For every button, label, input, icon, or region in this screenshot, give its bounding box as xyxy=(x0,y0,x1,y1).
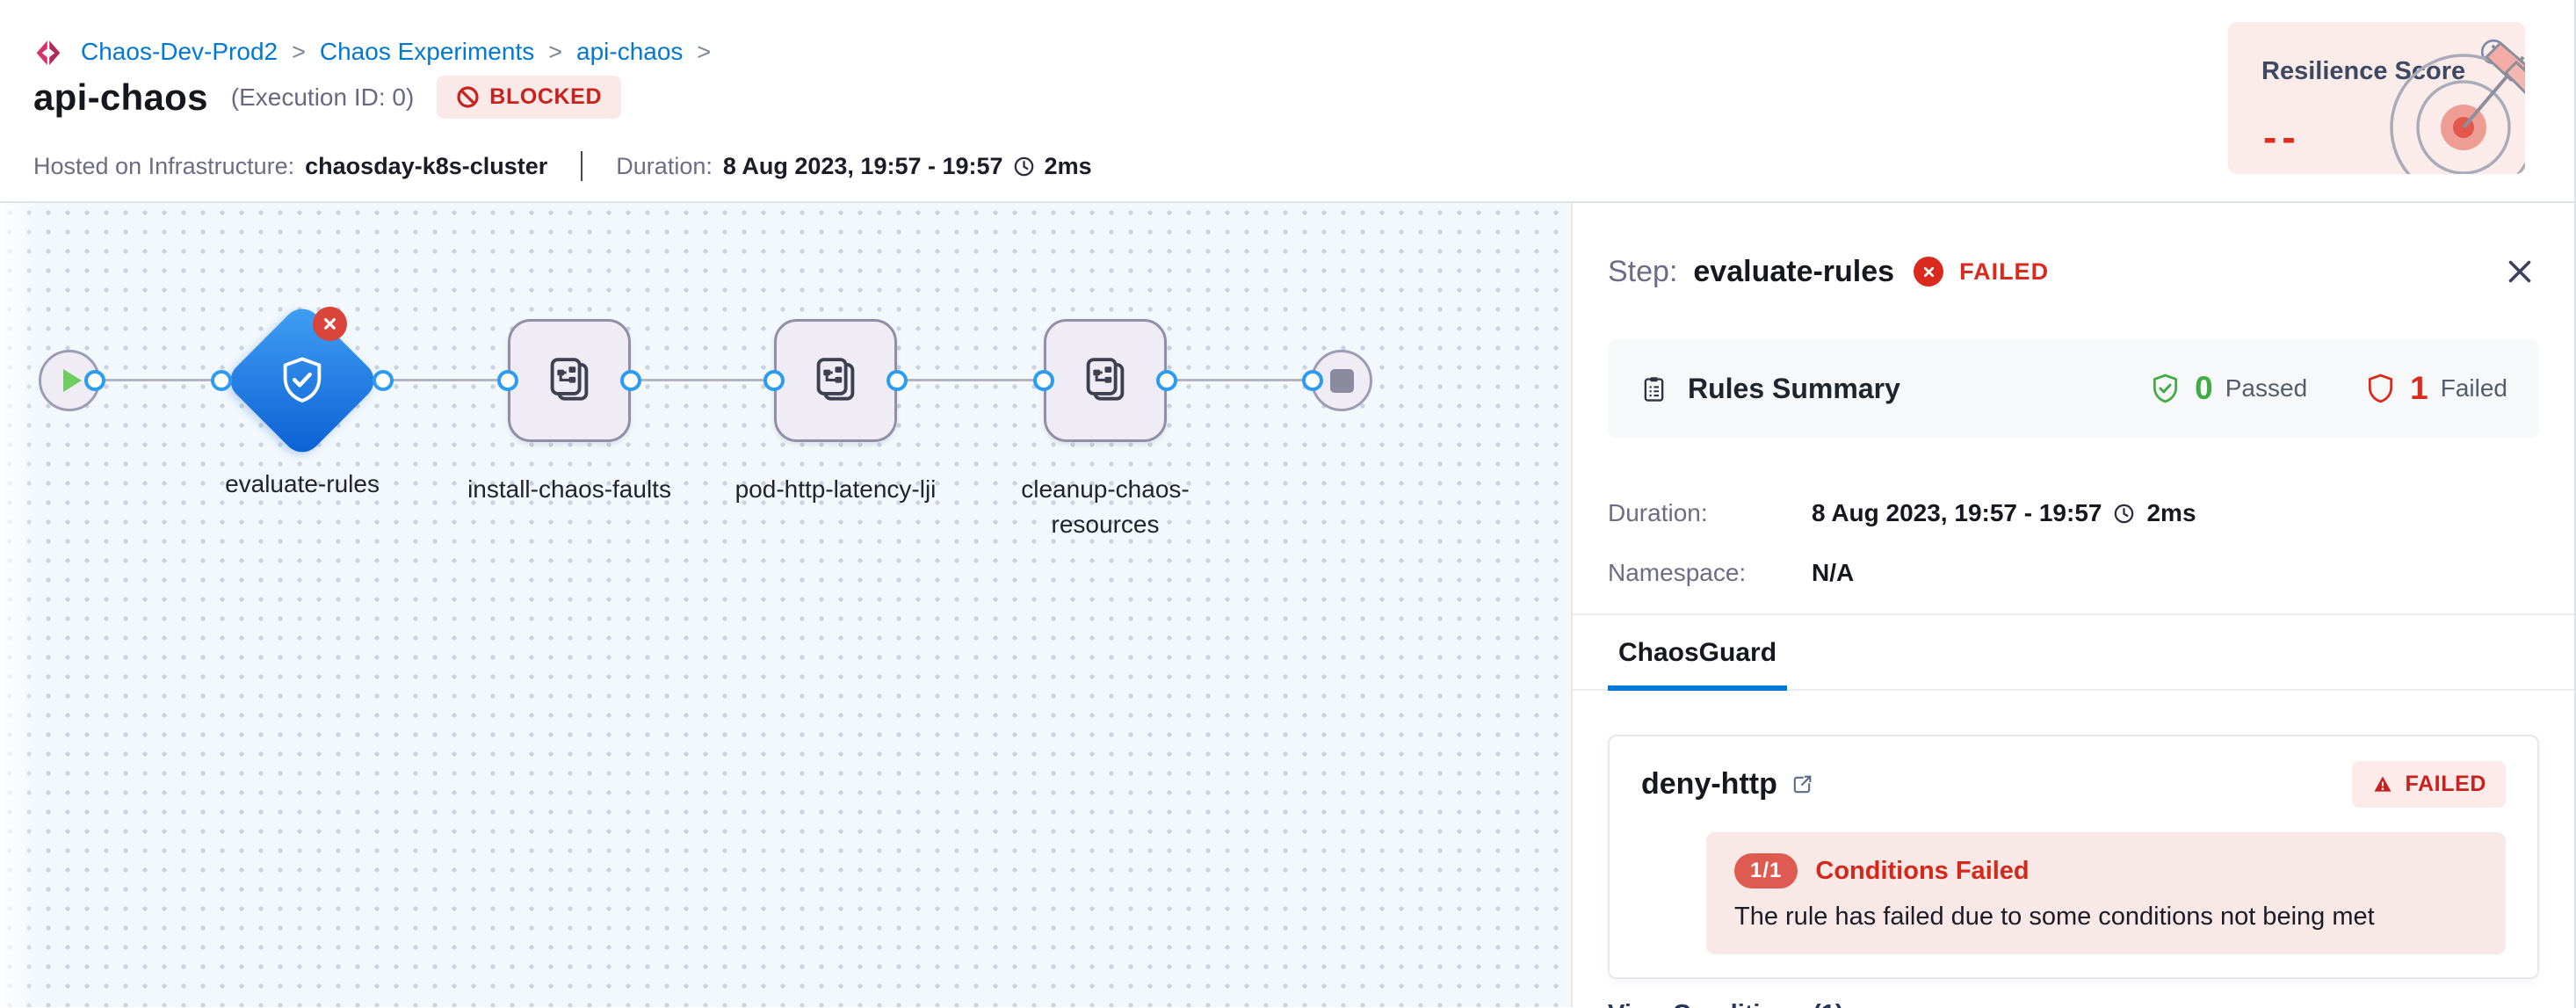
status-badge-blocked: BLOCKED xyxy=(437,76,622,119)
section-divider xyxy=(1573,613,2574,615)
connector-dot xyxy=(84,370,105,391)
step-header-row: Step: evaluate-rules FAILED xyxy=(1608,203,2539,291)
conditions-failed-alert: 1/1 Conditions Failed The rule has faile… xyxy=(1706,832,2506,954)
duration-elapsed: 2ms xyxy=(1044,152,1092,179)
connector-dot xyxy=(763,370,785,391)
rule-status-badge: FAILED xyxy=(2351,761,2506,808)
vertical-divider xyxy=(581,151,583,181)
resilience-score-value: -- xyxy=(2263,114,2301,160)
blocked-icon xyxy=(457,86,479,108)
connector-dot xyxy=(620,370,641,391)
breadcrumb-project-link[interactable]: Chaos-Dev-Prod2 xyxy=(81,38,279,65)
duration-value: 8 Aug 2023, 19:57 - 19:57 xyxy=(1812,499,2102,526)
info-icon[interactable] xyxy=(2479,38,2507,66)
conditions-failed-title: Conditions Failed xyxy=(1815,856,2030,885)
breadcrumb-separator: > xyxy=(697,38,712,65)
rules-passed: 0 Passed xyxy=(2148,370,2307,407)
connector-dot xyxy=(211,370,232,391)
connector-dot xyxy=(373,370,394,391)
step-group-icon xyxy=(1086,358,1125,401)
infra-value: chaosday-k8s-cluster xyxy=(305,152,548,179)
status-badge-label: BLOCKED xyxy=(489,84,603,109)
pipeline-canvas[interactable]: evaluate-rules install-chaos-faults pod-… xyxy=(0,203,1571,1007)
node-cleanup-chaos-resources[interactable] xyxy=(1044,319,1167,442)
breadcrumb-separator: > xyxy=(292,38,306,65)
step-meta: Duration: 8 Aug 2023, 19:57 - 19:57 2ms … xyxy=(1608,499,2539,587)
namespace-value: N/A xyxy=(1812,559,1855,586)
execution-id: (Execution ID: 0) xyxy=(230,83,415,111)
content-area: evaluate-rules install-chaos-faults pod-… xyxy=(0,203,2574,1008)
rule-name-link[interactable]: deny-http xyxy=(1641,767,1814,801)
breadcrumb: Chaos-Dev-Prod2 > Chaos Experiments > ap… xyxy=(33,37,711,67)
connector-dot xyxy=(1302,370,1323,391)
conditions-failed-message: The rule has failed due to some conditio… xyxy=(1734,903,2375,931)
play-icon xyxy=(63,369,82,392)
stop-icon xyxy=(1329,368,1354,393)
node-install-chaos-faults[interactable] xyxy=(508,319,631,442)
connector-dot xyxy=(497,370,518,391)
resilience-score-title: Resilience Score xyxy=(2261,57,2466,85)
clock-icon xyxy=(1014,156,1033,176)
node-label-install-chaos-faults: install-chaos-faults xyxy=(467,475,671,503)
x-icon xyxy=(324,318,336,330)
node-label-evaluate-rules: evaluate-rules xyxy=(225,470,380,497)
step-name: evaluate-rules xyxy=(1693,254,1895,288)
page-title: api-chaos xyxy=(33,76,208,118)
rule-name: deny-http xyxy=(1641,767,1777,801)
duration-label: Duration: xyxy=(1608,499,1708,526)
step-status: FAILED xyxy=(1959,257,2050,285)
step-details-panel: Step: evaluate-rules FAILED xyxy=(1571,203,2574,1008)
rules-summary-title: Rules Summary xyxy=(1688,372,1900,404)
duration-value: 8 Aug 2023, 19:57 - 19:57 xyxy=(722,152,1003,179)
infra-label: Hosted on Infrastructure: xyxy=(33,152,295,179)
node-failed-badge xyxy=(313,307,347,341)
connector-dot xyxy=(1156,370,1177,391)
node-label-cleanup-chaos-resources: cleanup-chaos-resources xyxy=(1021,475,1190,538)
view-conditions-label: View Conditions (1) xyxy=(1608,1000,1844,1008)
clock-icon xyxy=(2115,504,2134,523)
namespace-label: Namespace: xyxy=(1608,559,1747,586)
panel-tabbar: ChaosGuard xyxy=(1573,615,2574,691)
step-group-icon xyxy=(550,358,589,401)
breadcrumb-separator: > xyxy=(548,38,563,65)
failed-label: Failed xyxy=(2440,374,2507,402)
page-header: Chaos-Dev-Prod2 > Chaos Experiments > ap… xyxy=(0,0,2574,203)
chaos-module-icon xyxy=(33,37,63,67)
pipeline-edge-line xyxy=(70,379,1328,381)
view-conditions-toggle[interactable]: View Conditions (1) xyxy=(1608,1000,2539,1008)
node-pod-http-latency[interactable] xyxy=(774,319,897,442)
warning-icon xyxy=(2373,775,2391,792)
resilience-score-card: Resilience Score -- xyxy=(2228,22,2525,174)
shield-check-icon xyxy=(2153,373,2178,402)
connector-dot xyxy=(1033,370,1054,391)
clipboard-icon xyxy=(1644,376,1664,402)
shield-check-icon xyxy=(275,353,329,408)
failed-status-icon xyxy=(1914,257,1944,286)
passed-count: 0 xyxy=(2195,370,2213,406)
duration-label: Duration: xyxy=(616,152,713,179)
conditions-count-pill: 1/1 xyxy=(1734,853,1798,888)
rules-summary-card: Rules Summary 0 Passed xyxy=(1608,339,2539,438)
node-label-pod-http-latency: pod-http-latency-lji xyxy=(734,475,937,503)
execution-info-row: Hosted on Infrastructure: chaosday-k8s-c… xyxy=(33,151,1092,181)
connector-dot xyxy=(886,370,908,391)
chevron-down-icon xyxy=(1858,1002,1885,1008)
passed-label: Passed xyxy=(2225,374,2308,402)
rule-card-deny-http: deny-http FAILED xyxy=(1608,735,2539,979)
breadcrumb-experiments-link[interactable]: Chaos Experiments xyxy=(319,38,535,65)
close-icon[interactable] xyxy=(2500,252,2539,291)
breadcrumb-experiment-link[interactable]: api-chaos xyxy=(576,38,684,65)
rules-failed: 1 Failed xyxy=(2363,370,2507,407)
step-label: Step: xyxy=(1608,254,1678,288)
tab-chaosguard[interactable]: ChaosGuard xyxy=(1608,638,1788,691)
shield-icon xyxy=(2369,373,2393,402)
failed-count: 1 xyxy=(2410,370,2428,406)
external-link-icon[interactable] xyxy=(1790,772,1814,797)
rule-status-label: FAILED xyxy=(2405,772,2486,796)
step-group-icon xyxy=(816,358,855,401)
node-evaluate-rules[interactable] xyxy=(222,301,382,460)
duration-elapsed: 2ms xyxy=(2146,499,2196,526)
title-row: api-chaos (Execution ID: 0) BLOCKED xyxy=(33,76,622,119)
